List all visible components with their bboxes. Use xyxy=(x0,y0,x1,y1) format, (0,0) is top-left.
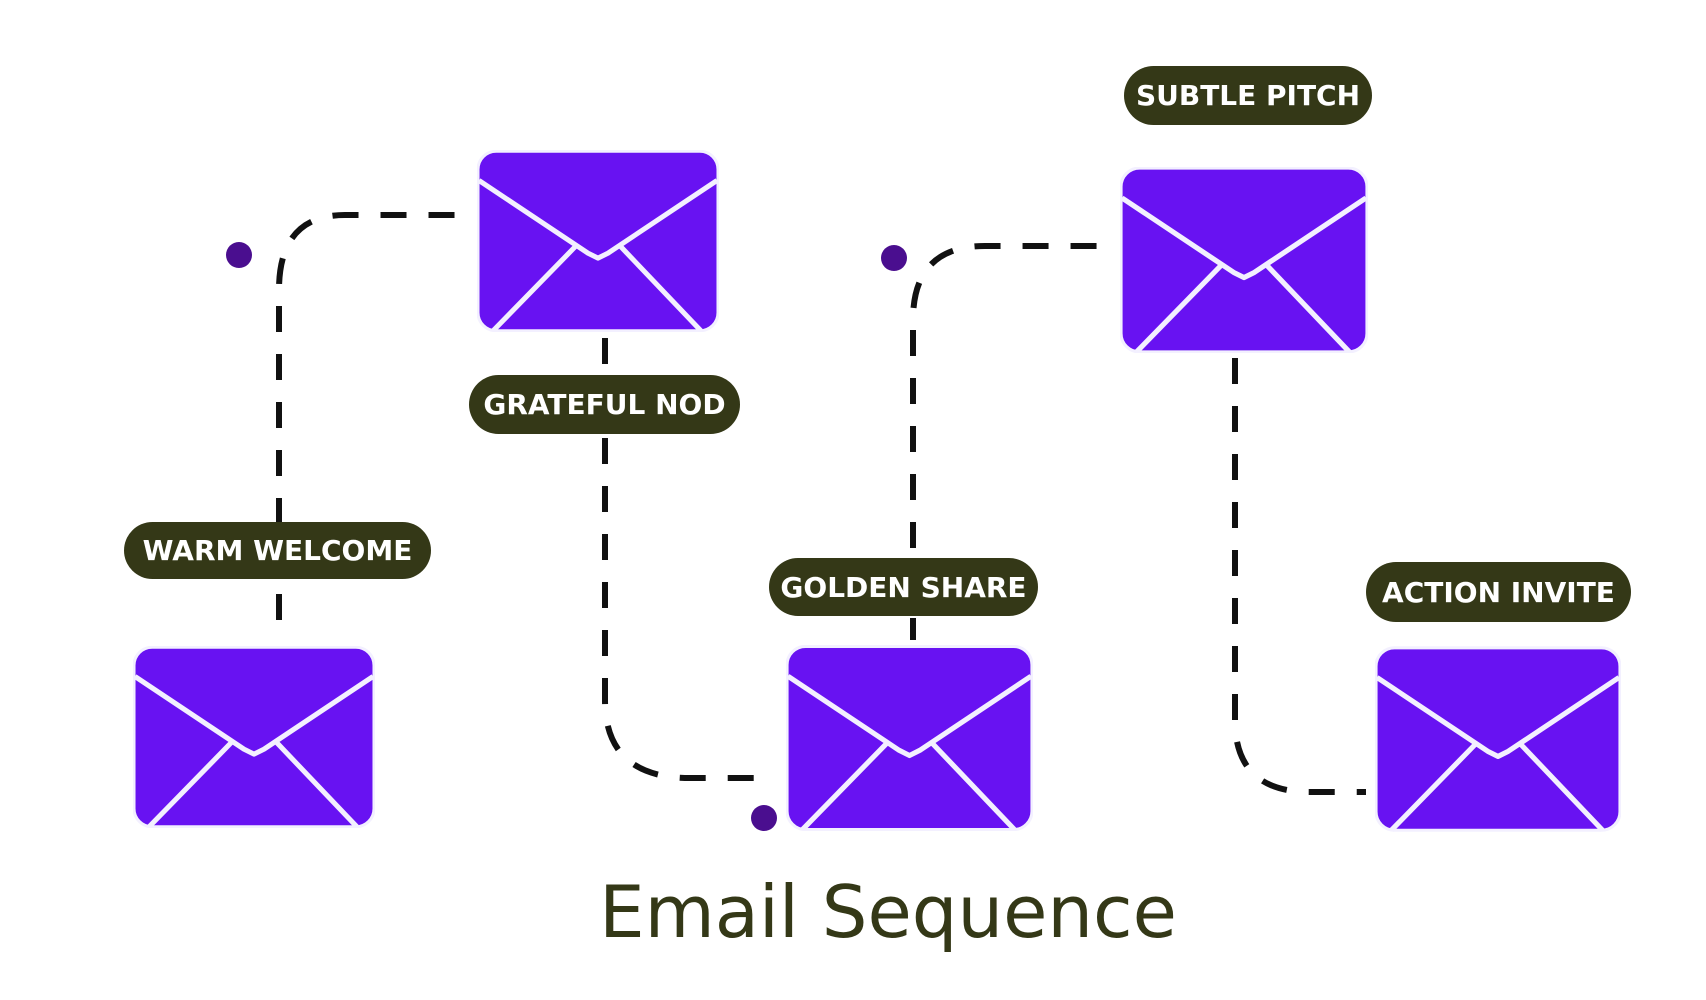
start-dot xyxy=(226,242,252,268)
step-5-envelope-icon xyxy=(1376,648,1620,830)
step-5-label: ACTION INVITE xyxy=(1366,562,1631,622)
connector-1-2 xyxy=(276,212,455,620)
start-dot xyxy=(751,805,777,831)
step-4-label: SUBTLE PITCH xyxy=(1124,66,1372,125)
step-2-envelope-icon xyxy=(478,151,718,330)
connector-2-3 xyxy=(602,338,775,781)
diagram-title: Email Sequence xyxy=(599,870,1177,954)
step-2-label: GRATEFUL NOD xyxy=(469,375,740,434)
step-1-label: WARM WELCOME xyxy=(124,522,431,579)
start-dot xyxy=(881,245,907,271)
step-1-envelope-icon xyxy=(134,647,374,826)
step-4-envelope-icon xyxy=(1121,168,1367,352)
connector-3-4 xyxy=(910,243,1118,640)
step-3-label: GOLDEN SHARE xyxy=(769,558,1038,616)
step-3-envelope-icon xyxy=(787,646,1032,829)
connector-4-5 xyxy=(1232,358,1366,795)
